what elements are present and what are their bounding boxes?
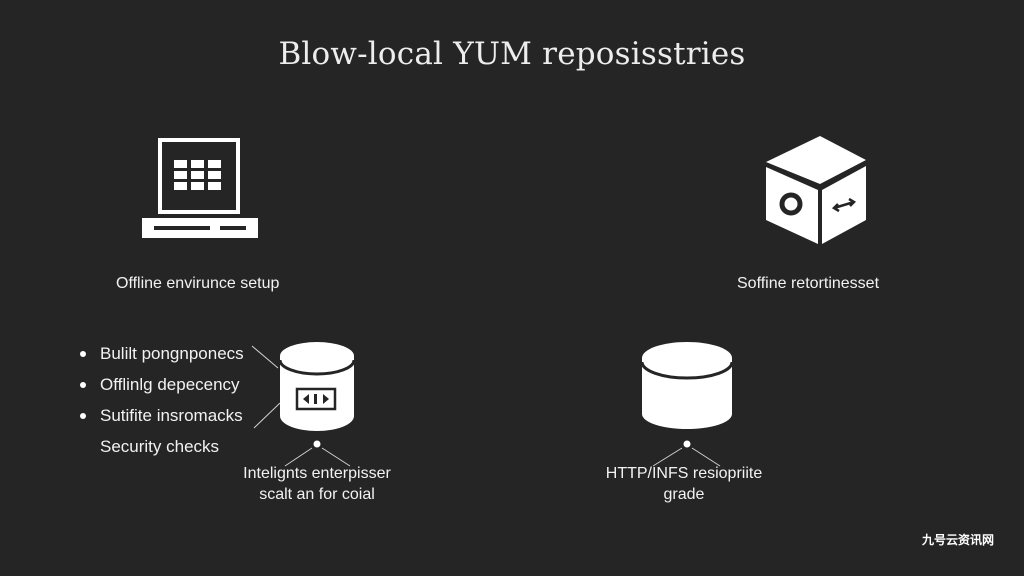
list-item: Bulilt pongnponecs bbox=[80, 338, 244, 369]
database-icon bbox=[278, 342, 356, 431]
list-extra-line: Security checks bbox=[100, 437, 220, 456]
database-icon bbox=[640, 342, 734, 429]
left-top-label: Offline envirunce setup bbox=[116, 275, 280, 292]
watermark: 九号云资讯网 bbox=[921, 533, 994, 547]
list-item: Sutifite insromacks bbox=[80, 400, 244, 431]
laptop-icon bbox=[142, 138, 258, 238]
cube-icon bbox=[766, 136, 866, 244]
bullet-icon bbox=[80, 350, 86, 357]
right-top-label: Soffine retortinesset bbox=[737, 275, 880, 292]
bullet-icon bbox=[80, 412, 86, 419]
feature-list: Bulilt pongnponecs Offlinlg depecency Su… bbox=[80, 338, 244, 462]
right-bottom-caption: HTTP/INFS resiopriite grade bbox=[605, 465, 763, 503]
list-item: Offlinlg depecency bbox=[80, 369, 244, 400]
left-bottom-caption: Intelignts enterpisser scalt an for coia… bbox=[243, 465, 391, 503]
bullet-icon bbox=[80, 381, 86, 388]
diagram-title: Blow-local YUM reposisstries bbox=[278, 36, 746, 72]
